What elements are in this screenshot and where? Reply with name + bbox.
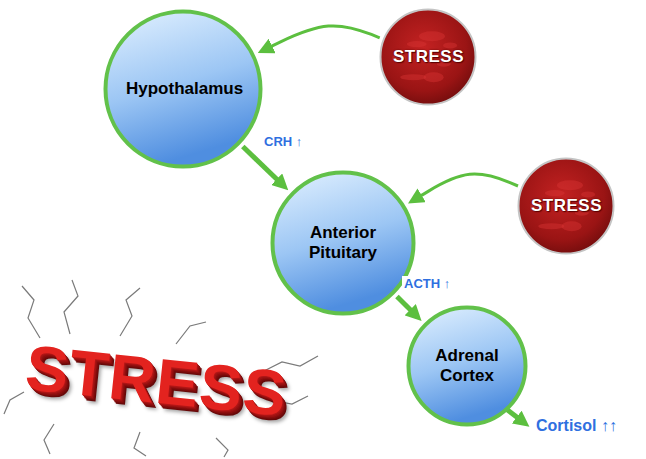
badge-texture (545, 190, 565, 196)
text-holder: Hypothalamus (103, 9, 263, 169)
text-box: Hypothalamus (126, 79, 240, 99)
badge-texture (557, 180, 583, 190)
text-box: Anterior Pituitary (291, 223, 395, 264)
crack (22, 286, 40, 338)
text-holder: Anterior Pituitary (270, 170, 416, 316)
label-holder: Cortisol ↑↑ (536, 417, 617, 435)
badge-disc (381, 10, 476, 105)
text-holder: Adrenal Cortex (406, 305, 528, 427)
stress-badge: STRESS (379, 8, 477, 106)
crack (216, 438, 228, 457)
text-box: Adrenal Cortex (424, 346, 511, 387)
badge-texture (424, 72, 444, 82)
organ-disc (273, 173, 414, 314)
badge-texture (538, 223, 564, 229)
crack (44, 424, 54, 454)
organ-name: Adrenal Cortex (424, 346, 511, 387)
text-box: STRESS (531, 196, 601, 216)
stress-badge: STRESS (517, 157, 615, 255)
flow-arrow (397, 297, 411, 311)
organ-circle: Anterior Pituitary (270, 170, 416, 316)
badge-texture (400, 74, 426, 80)
hormone-label: Cortisol ↑↑ (536, 417, 617, 435)
hormone-label: CRH ↑ (262, 134, 304, 149)
badge-disc (519, 159, 614, 254)
stress-wordart: STRESS (22, 330, 290, 431)
crack (134, 432, 146, 456)
text-box: STRESS (393, 47, 463, 67)
organ-disc (106, 12, 261, 167)
hormone-label: ACTH ↑ (402, 276, 452, 291)
crack (4, 392, 24, 414)
organ-name: Anterior Pituitary (291, 223, 395, 264)
crack (120, 288, 140, 336)
crack (64, 280, 78, 334)
curved-arrow (420, 174, 518, 196)
curved-arrow (271, 26, 380, 47)
edge-label-holder: ACTH ↑ (402, 276, 452, 291)
label-holder: STRESS (26, 330, 288, 404)
badge-text: STRESS (393, 47, 463, 67)
badge-texture (419, 31, 445, 41)
text-holder: STRESS (517, 157, 615, 255)
edge-label-holder: CRH ↑ (262, 134, 304, 149)
crack (176, 322, 206, 344)
organ-name: Hypothalamus (126, 79, 240, 99)
badge-text: STRESS (531, 196, 601, 216)
organ-disc (409, 308, 526, 425)
organ-circle: Hypothalamus (103, 9, 263, 169)
badge-texture (407, 41, 427, 47)
badge-texture (562, 221, 582, 231)
crack-lines (4, 280, 318, 457)
organ-circle: Adrenal Cortex (406, 305, 528, 427)
flow-arrow (243, 147, 278, 181)
text-holder: STRESS (379, 8, 477, 106)
